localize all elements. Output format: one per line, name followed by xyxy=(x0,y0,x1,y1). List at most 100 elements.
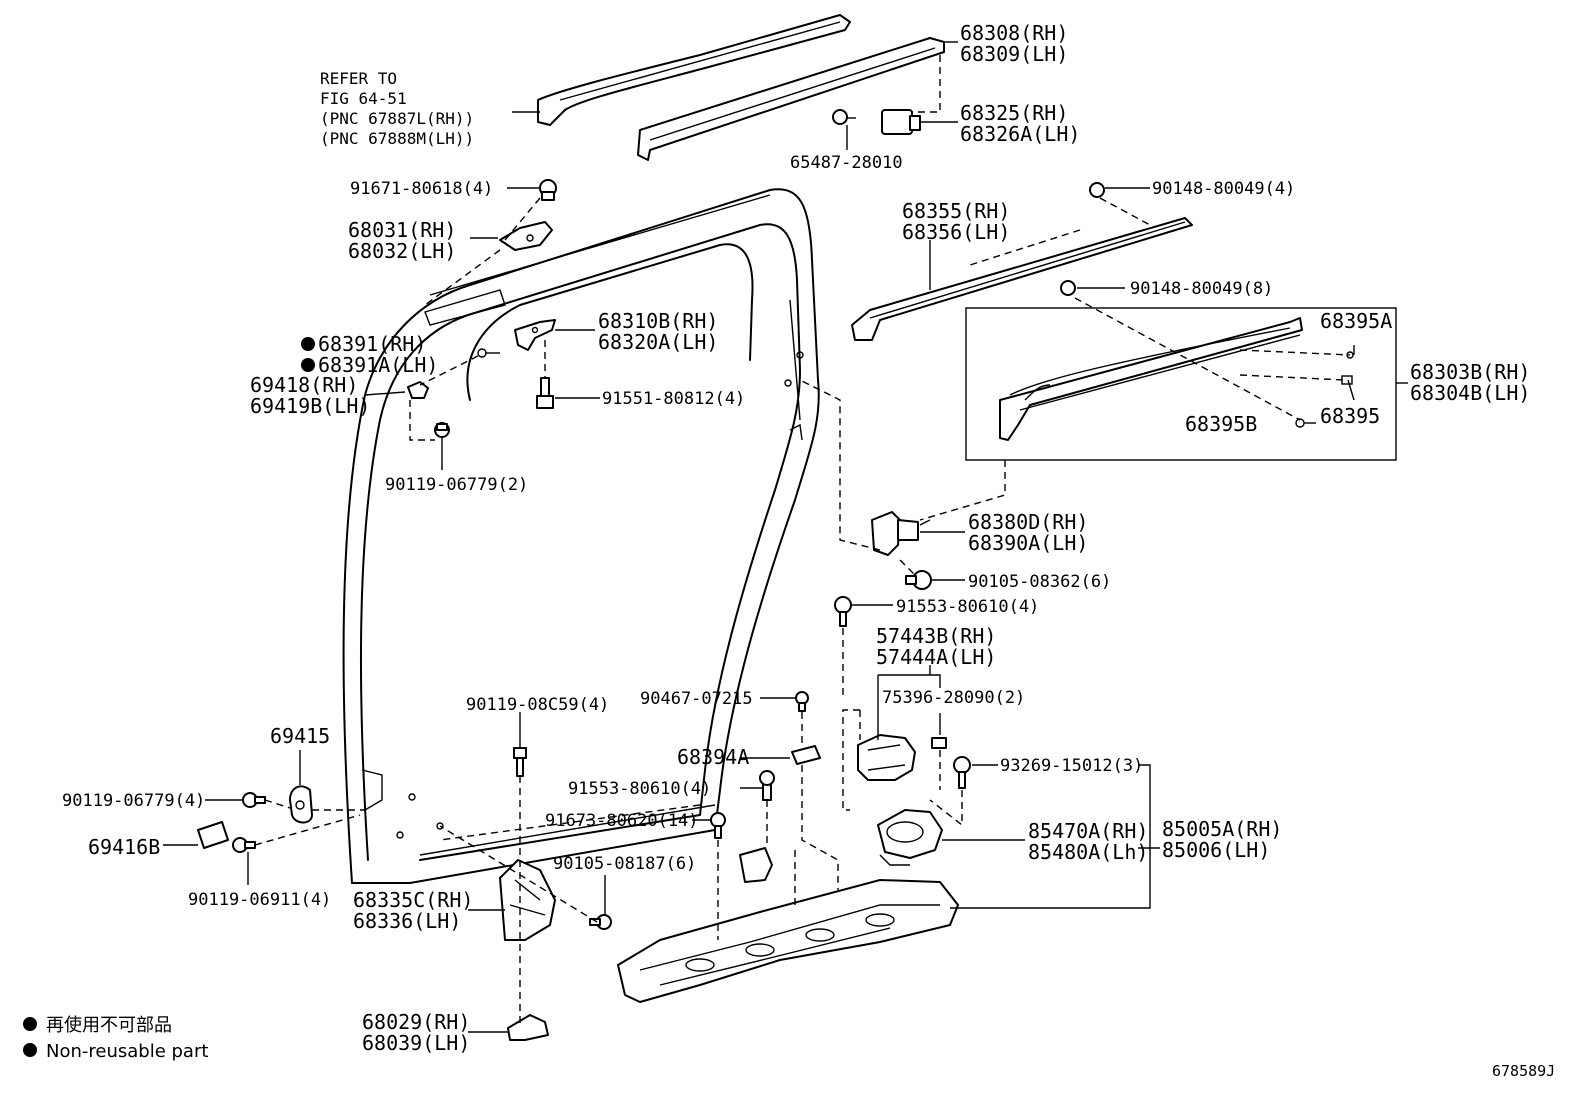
legend-text-jp: 再使用不可部品 xyxy=(46,1015,172,1036)
label-68325: 68325(RH) xyxy=(960,101,1068,125)
label-68356: 68356(LH) xyxy=(902,220,1010,244)
label-68395: 68395 xyxy=(1320,404,1380,428)
label-68326a: 68326A(LH) xyxy=(960,122,1080,146)
label-68039: 68039(LH) xyxy=(362,1031,470,1055)
clip-90467 xyxy=(795,691,809,712)
label-90119-a: 90119-06779(2) xyxy=(385,475,528,495)
label-68309: 68309(LH) xyxy=(960,42,1068,66)
label-90105-a: 90105-08362(6) xyxy=(968,572,1111,592)
label-69416b: 69416B xyxy=(88,835,160,859)
leader-lines xyxy=(163,41,1408,1033)
label-91553-a: 91553-80610(4) xyxy=(896,597,1039,617)
door-frame xyxy=(342,188,820,884)
label-90467: 90467-07215 xyxy=(640,689,753,709)
figure-code: 678589J xyxy=(1492,1062,1555,1080)
bolt-90119-c xyxy=(242,792,266,808)
guide-69418 xyxy=(407,381,429,399)
legend-text-en: Non-reusable part xyxy=(46,1041,208,1062)
label-91553-b: 91553-80610(4) xyxy=(568,779,711,799)
label-68355: 68355(RH) xyxy=(902,199,1010,223)
clip-65487 xyxy=(832,109,856,125)
label-91551: 91551-80812(4) xyxy=(602,389,745,409)
bolt-91553-a xyxy=(834,596,852,627)
clip-75396 xyxy=(931,737,947,749)
motor-85470a xyxy=(877,809,943,866)
hinge-68029 xyxy=(507,1014,549,1041)
label-85470a: 85470A(RH) xyxy=(1028,819,1148,843)
label-68394a: 68394A xyxy=(677,745,749,769)
label-68304b: 68304B(LH) xyxy=(1410,381,1530,405)
label-68335c: 68335C(RH) xyxy=(353,888,473,912)
legend-marker-icon xyxy=(23,1017,37,1031)
bracket-57443b xyxy=(857,734,916,781)
label-68303b: 68303B(RH) xyxy=(1410,360,1530,384)
label-91671: 91671-80618(4) xyxy=(350,179,493,199)
label-90119-c: 90119-06779(4) xyxy=(62,791,205,811)
bolt-90148-a xyxy=(1089,182,1105,198)
non-reusable-marker-icon xyxy=(301,337,315,351)
bolt-91551 xyxy=(536,377,554,409)
clip-68391 xyxy=(477,348,487,358)
label-65487: 65487-28010 xyxy=(790,153,903,173)
label-85006: 85006(LH) xyxy=(1162,838,1270,862)
label-68029: 68029(RH) xyxy=(362,1010,470,1034)
label-90148-a: 90148-80049(4) xyxy=(1152,179,1295,199)
label-refer-3: (PNC 67887L(RH)) xyxy=(320,109,474,128)
label-68380d: 68380D(RH) xyxy=(968,510,1088,534)
label-68308: 68308(RH) xyxy=(960,21,1068,45)
label-69415: 69415 xyxy=(270,724,330,748)
label-68395a: 68395A xyxy=(1320,309,1392,333)
label-69418: 69418(RH) xyxy=(250,373,358,397)
hinge-68380d xyxy=(871,511,931,556)
label-85480a: 85480A(Lh) xyxy=(1028,840,1148,864)
label-90148-b: 90148-80049(8) xyxy=(1130,279,1273,299)
non-reusable-marker-icon xyxy=(301,358,315,372)
bracket-68310b xyxy=(514,319,556,351)
bolt-91673 xyxy=(710,812,726,839)
track-85005a xyxy=(617,879,959,1003)
pad-69415 xyxy=(289,785,313,824)
label-69419b: 69419B(LH) xyxy=(250,394,370,418)
label-68395b: 68395B xyxy=(1185,412,1257,436)
label-57443b: 57443B(RH) xyxy=(876,624,996,648)
bolt-91671 xyxy=(539,179,557,201)
bolt-90119-d xyxy=(232,837,256,853)
label-90119-d: 90119-06911(4) xyxy=(188,890,331,910)
stopper-68325 xyxy=(881,109,921,135)
label-68390a: 68390A(LH) xyxy=(968,531,1088,555)
label-refer-2: FIG 64-51 xyxy=(320,89,407,108)
label-75396: 75396-28090(2) xyxy=(882,688,1025,708)
upper-rail-68308 xyxy=(637,37,945,161)
label-68336: 68336(LH) xyxy=(353,909,461,933)
bracket-68031 xyxy=(499,221,553,251)
label-90105-b: 90105-08187(6) xyxy=(553,854,696,874)
label-refer-4: (PNC 67888M(LH)) xyxy=(320,129,474,148)
part-labels: REFER TO FIG 64-51 (PNC 67887L(RH)) (PNC… xyxy=(62,21,1530,1055)
bolt-90105-b xyxy=(589,914,612,930)
label-90119-b: 90119-08C59(4) xyxy=(466,695,609,715)
legend: 再使用不可部品 Non-reusable part xyxy=(23,1015,208,1062)
bolt-90119-a xyxy=(434,422,450,438)
label-93269: 93269-15012(3) xyxy=(1000,756,1143,776)
label-91673: 91673-80620(14) xyxy=(545,811,699,831)
label-57444a: 57444A(LH) xyxy=(876,645,996,669)
label-68310b: 68310B(RH) xyxy=(598,309,718,333)
bolt-90119-b xyxy=(513,747,527,777)
bracket-91553-b xyxy=(739,770,775,883)
label-68320a: 68320A(LH) xyxy=(598,330,718,354)
bolt-93269 xyxy=(953,756,971,789)
pad-68394a xyxy=(791,745,821,765)
channel-68355 xyxy=(851,217,1193,341)
label-68031: 68031(RH) xyxy=(348,218,456,242)
bolt-90105-a xyxy=(905,570,932,590)
upper-rail-reference xyxy=(537,14,851,126)
label-68391: 68391(RH) xyxy=(318,332,426,356)
label-68032: 68032(LH) xyxy=(348,239,456,263)
legend-marker-icon xyxy=(23,1043,37,1057)
label-68391a: 68391A(LH) xyxy=(318,353,438,377)
bolt-90148-b xyxy=(1060,280,1076,296)
hinge-68335c xyxy=(499,859,556,941)
rail-assembly-box xyxy=(965,307,1397,461)
plate-69416b xyxy=(197,821,229,849)
